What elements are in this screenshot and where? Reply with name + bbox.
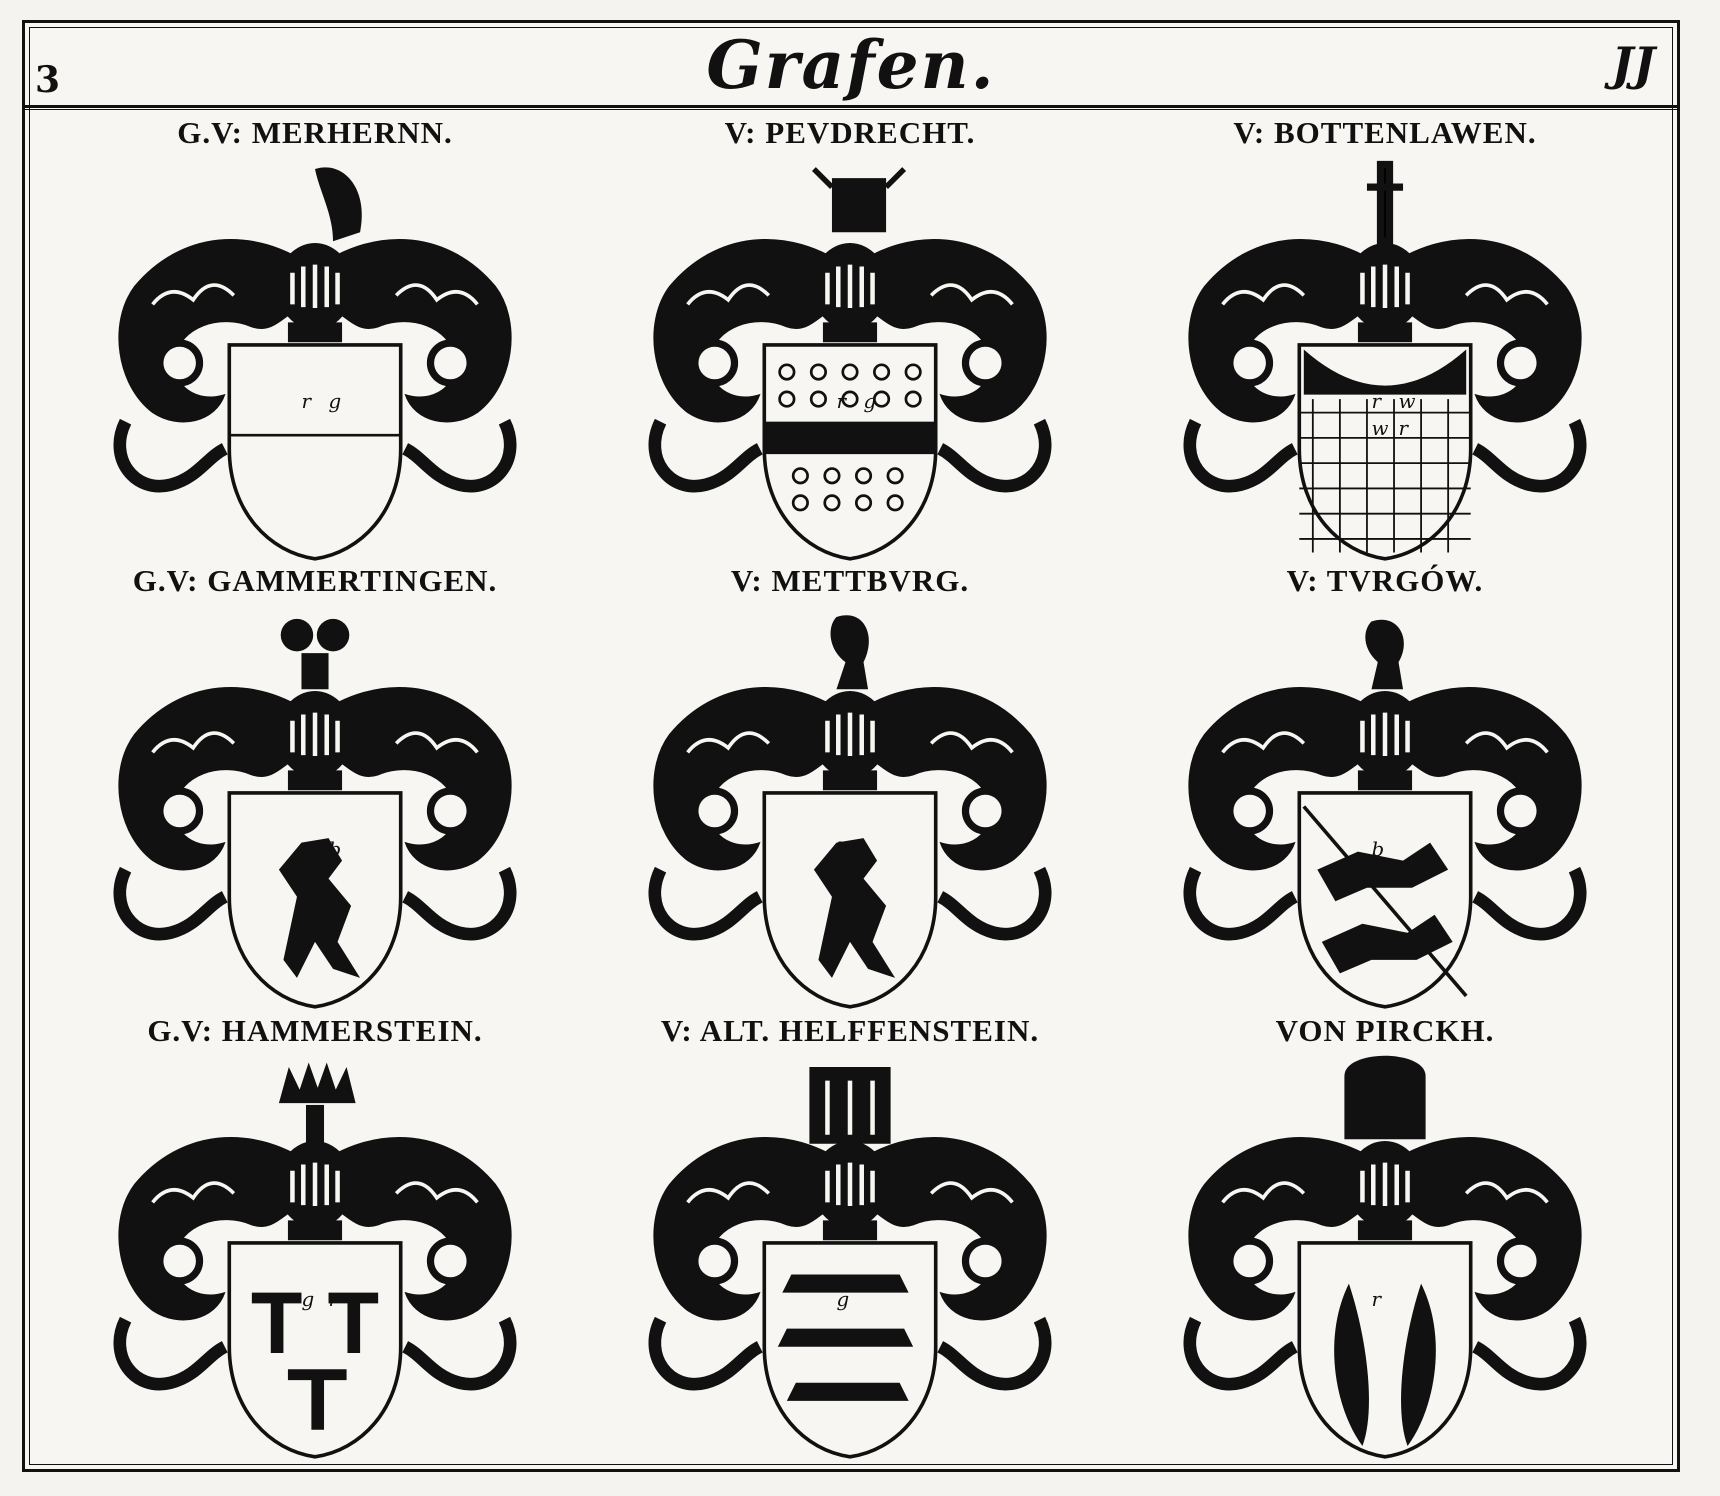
fish-shield-icon: r [1183, 1055, 1587, 1459]
inner-border [29, 27, 1673, 1465]
tincture-mark: b [1371, 838, 1384, 861]
tincture-mark: r [836, 390, 847, 413]
crest [809, 1067, 891, 1144]
helm [1347, 243, 1423, 343]
shield [1297, 1241, 1473, 1459]
tincture-mark: r [1371, 1288, 1382, 1311]
mantling [1183, 1137, 1587, 1391]
mantling [648, 1137, 1052, 1391]
two-lions-shield-icon: b [1183, 619, 1587, 1009]
tincture-mark: w [1371, 417, 1388, 440]
shield-charge [278, 838, 361, 978]
page-number-right: JJ [1611, 37, 1655, 91]
tincture-mark: g [864, 390, 877, 413]
helm [277, 243, 353, 343]
helm [277, 1141, 353, 1241]
shield-charge [1299, 349, 1471, 553]
shield [762, 1241, 938, 1459]
helm [1347, 691, 1423, 791]
tincture-mark: w [301, 838, 318, 861]
mantling [113, 1137, 517, 1391]
shield [1297, 343, 1473, 561]
crest [280, 618, 350, 690]
mantling [1183, 687, 1587, 941]
shield [227, 343, 403, 561]
shield-charge [1302, 805, 1468, 998]
crest [811, 167, 907, 233]
helm [812, 691, 888, 791]
tincture-mark: r [301, 390, 312, 413]
tincture-mark: w [1399, 390, 1416, 413]
tincture-mark: r [329, 1288, 340, 1311]
shield-charge [777, 1274, 914, 1401]
header-rule [25, 109, 1677, 110]
coat-of-arms-cell: V: ALT. HELFFENSTEIN. g [580, 1013, 1120, 1468]
coat-of-arms-cell: VON PIRCKH. r [1115, 1013, 1655, 1468]
tincture-mark: b [329, 838, 342, 861]
header-band: 3 Grafen. JJ [25, 23, 1677, 108]
mantling [1183, 239, 1587, 493]
mantling [648, 687, 1052, 941]
page-number-left: 3 [35, 59, 61, 101]
mantling [113, 687, 517, 941]
helm [277, 691, 353, 791]
arms-name: V: ALT. HELFFENSTEIN. [660, 1013, 1040, 1048]
shield-charge [251, 1292, 379, 1430]
coat-of-arms-cell: V: METTBVRG. b [580, 563, 1120, 1018]
lion-shield-icon: b [648, 615, 1052, 1009]
crest [315, 167, 362, 242]
coat-of-arms-cell: V: TVRGÓW. b [1115, 563, 1655, 1018]
shield-charge [1334, 1283, 1436, 1446]
crest [1365, 619, 1404, 690]
arms-name: G.V: HAMMERSTEIN. [147, 1013, 483, 1048]
tincture-mark: g [329, 390, 342, 413]
crest [1366, 160, 1404, 245]
crest [278, 1062, 356, 1146]
arms-name: V: TVRGÓW. [1286, 563, 1484, 598]
helm [812, 243, 888, 343]
tincture-mark: g [301, 1288, 314, 1311]
shield-charge [813, 838, 896, 978]
crest [830, 615, 869, 690]
arms-name: G.V: GAMMERTINGEN. [132, 563, 498, 598]
arms-name: V: PEVDRECHT. [724, 115, 976, 150]
mantling [113, 239, 517, 493]
helm [1347, 1141, 1423, 1241]
arms-name: G.V: MERHERNN. [177, 115, 453, 150]
lions-passant-shield-icon: g [648, 1067, 1052, 1459]
tincture-mark: r [1371, 390, 1382, 413]
arms-name: VON PIRCKH. [1275, 1013, 1495, 1048]
crest [1344, 1055, 1426, 1140]
arms-name: V: METTBVRG. [730, 563, 970, 598]
shield-charge [764, 363, 936, 512]
tincture-mark: g [836, 1288, 849, 1311]
page-title: Grafen. [706, 26, 996, 104]
tincture-mark: r [1399, 417, 1410, 440]
tincture-mark: b [836, 838, 849, 861]
arms-name: V: BOTTENLAWEN. [1233, 115, 1537, 150]
helm [812, 1141, 888, 1241]
mantling [648, 239, 1052, 493]
